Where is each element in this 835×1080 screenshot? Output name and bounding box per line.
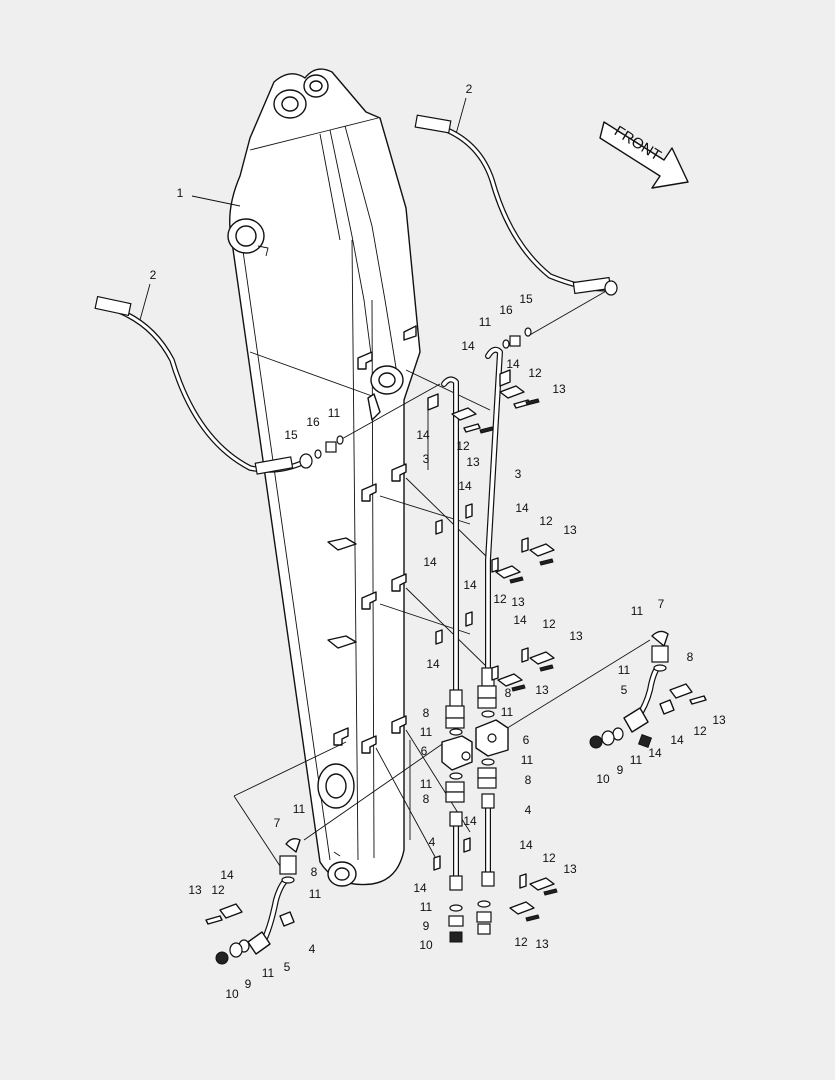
callout-5-left: 5 [284,960,291,974]
callout-13-e: 13 [569,629,583,643]
callout-14-c: 14 [416,428,430,442]
callout-4-left: 4 [309,942,316,956]
callout-14-l: 14 [413,881,427,895]
callout-12-a: 12 [528,366,542,380]
callout-11-d: 11 [420,725,433,739]
callout-8-f: 8 [311,865,318,879]
callout-1: 1 [177,186,184,200]
callout-7-left: 7 [274,816,281,830]
callout-14-a: 14 [461,339,475,353]
callout-8-d: 8 [423,792,430,806]
clamps [427,369,558,922]
right-lower-assembly [589,630,707,749]
hose-end-fittings [314,327,532,459]
callout-6-left: 6 [421,744,428,758]
callout-13-f: 13 [535,683,549,697]
callout-9-center: 9 [423,919,430,933]
callout-14-d: 14 [458,479,472,493]
callout-14-g: 14 [463,578,477,592]
callout-8-b: 8 [505,686,512,700]
callout-6-right: 6 [523,733,530,747]
callout-11-e: 11 [521,753,534,767]
callout-12-g: 12 [514,935,528,949]
callout-16-left: 16 [306,415,320,429]
boom-structure [227,68,421,887]
callout-11-a: 11 [479,315,492,329]
callout-15-right: 15 [519,292,533,306]
callout-2-left: 2 [150,268,157,282]
callout-14-i: 14 [426,657,440,671]
callout-2-right: 2 [466,82,473,96]
callout-14-n: 14 [670,733,684,747]
callout-10-right: 10 [596,772,610,786]
callout-12-i: 12 [211,883,225,897]
callout-12-d: 12 [493,592,507,606]
callout-12-e: 12 [542,617,556,631]
callout-12-b: 12 [456,439,470,453]
callout-4-center: 4 [525,803,532,817]
callout-12-c: 12 [539,514,553,528]
callout-10-left: 10 [225,987,239,1001]
callout-14-f: 14 [423,555,437,569]
hose-right [414,114,618,296]
callout-15-left: 15 [284,428,298,442]
callout-9-left: 9 [245,977,252,991]
callout-13-d: 13 [511,595,525,609]
callout-13-j: 13 [188,883,202,897]
front-direction-arrow: FRONT [599,121,689,189]
callout-12-h: 12 [693,724,707,738]
callout-10-center: 10 [419,938,433,952]
callout-14-m: 14 [648,746,662,760]
callout-14-h: 14 [513,613,527,627]
callout-8-c: 8 [525,773,532,787]
callout-14-b: 14 [506,357,520,371]
left-lower-assembly [205,837,301,965]
callout-13-a: 13 [552,382,566,396]
callout-11-k: 11 [293,802,306,816]
callout-8-e: 8 [687,650,694,664]
callout-12-f: 12 [542,851,556,865]
callout-13-c: 13 [563,523,577,537]
callout-8-a: 8 [423,706,430,720]
callout-3-left: 3 [423,452,430,466]
callout-4-lower: 4 [429,835,436,849]
callout-5-right: 5 [621,683,628,697]
callout-14-o: 14 [220,868,234,882]
callout-11-h: 11 [631,604,644,618]
pipe-3-left [441,376,463,713]
callout-11-i: 11 [618,663,631,677]
callout-labels: 1 2 2 3 3 4 4 4 5 5 6 6 7 7 8 8 8 8 8 8 … [150,82,726,1001]
center-fittings [441,685,509,943]
callout-14-j: 14 [463,814,477,828]
callout-13-g: 13 [563,862,577,876]
callout-14-e: 14 [515,501,529,515]
callout-13-b: 13 [466,455,480,469]
callout-13-i: 13 [712,713,726,727]
callout-11-g: 11 [420,900,433,914]
hose-left [94,295,313,475]
callout-11-j: 11 [630,753,643,767]
callout-11-m: 11 [262,966,275,980]
callout-9-right: 9 [617,763,624,777]
callout-16-right: 16 [499,303,513,317]
callout-11-b: 11 [328,406,341,420]
callout-13-h: 13 [535,937,549,951]
pipe-3-right [481,346,503,687]
callout-11-f: 11 [420,777,433,791]
callout-7-right: 7 [658,597,665,611]
callout-3-right: 3 [515,467,522,481]
callout-11-c: 11 [501,705,514,719]
callout-11-l: 11 [309,887,322,901]
callout-14-k: 14 [519,838,533,852]
